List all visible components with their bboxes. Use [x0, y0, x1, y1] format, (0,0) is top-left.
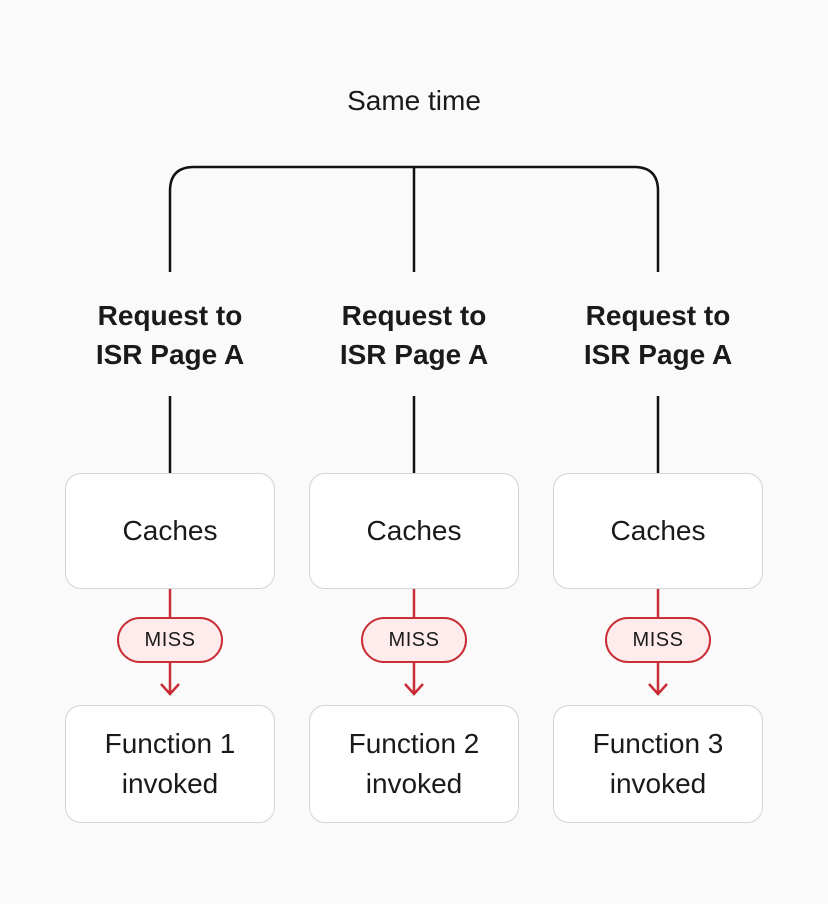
request-label-line2: ISR Page A	[95, 339, 245, 370]
request-label-line1: Request to	[97, 300, 243, 331]
caches-label: Caches	[122, 515, 218, 546]
function-node: Function 1 invoked	[65, 705, 275, 823]
request-to-cache-line	[168, 396, 660, 474]
function-label-line1: Function 2	[348, 728, 480, 759]
miss-badge-label: MISS	[144, 628, 196, 651]
request-label: Request to ISR Page A	[536, 296, 780, 374]
function-label-line1: Function 3	[592, 728, 724, 759]
miss-arrow-left	[160, 663, 180, 696]
miss-badge-label: MISS	[388, 628, 440, 651]
miss-badge: MISS	[117, 617, 223, 663]
caches-node: Caches	[65, 473, 275, 589]
caches-label: Caches	[366, 515, 462, 546]
request-label-line2: ISR Page A	[583, 339, 733, 370]
request-label-line1: Request to	[341, 300, 487, 331]
request-label: Request to ISR Page A	[292, 296, 536, 374]
miss-badge: MISS	[361, 617, 467, 663]
diagram-title: Same time	[347, 85, 481, 116]
request-label-line2: ISR Page A	[339, 339, 489, 370]
miss-arrow-right	[648, 663, 668, 696]
cache-to-miss-line	[168, 589, 660, 618]
function-label-line2: invoked	[365, 768, 463, 799]
function-label-line2: invoked	[609, 768, 707, 799]
function-node: Function 3 invoked	[553, 705, 763, 823]
request-label: Request to ISR Page A	[48, 296, 292, 374]
caches-label: Caches	[610, 515, 706, 546]
function-label-line1: Function 1	[104, 728, 236, 759]
function-node: Function 2 invoked	[309, 705, 519, 823]
miss-badge: MISS	[605, 617, 711, 663]
function-label-line2: invoked	[121, 768, 219, 799]
miss-badge-label: MISS	[632, 628, 684, 651]
request-label-line1: Request to	[585, 300, 731, 331]
miss-arrow-middle	[404, 663, 424, 696]
caches-node: Caches	[309, 473, 519, 589]
caches-node: Caches	[553, 473, 763, 589]
bracket-path	[168, 165, 660, 272]
